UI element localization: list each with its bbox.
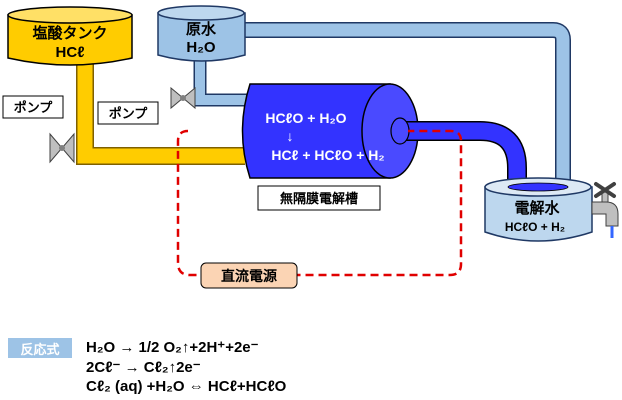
power-source-label: 直流電源 (221, 268, 277, 284)
raw-water-tank-name: 原水 (186, 20, 217, 38)
reaction-1: H₂O → 1/2 O₂↑+2H⁺+2e⁻ (86, 339, 259, 356)
cell-reaction-line1: HCℓO + H₂O (265, 110, 346, 126)
water-feed-pipe (193, 58, 248, 107)
hcl-tank-formula: HCℓ (56, 44, 85, 61)
raw-water-tank (157, 5, 246, 62)
pump-label-left: ポンプ (14, 100, 54, 115)
reaction-badge: 反応式 (8, 338, 72, 358)
reaction-2: 2Cℓ⁻ → Cℓ₂↑2e⁻ (86, 359, 201, 376)
cell-reaction-line2: HCℓ + HCℓO + H₂ (271, 147, 384, 163)
pump-icon-left (49, 132, 75, 164)
power-source-box (200, 262, 298, 289)
reaction-3: Cℓ₂ (aq) +H₂O ⇔ HCℓ+HCℓO (86, 378, 287, 395)
hcl-tank (7, 6, 133, 66)
output-tank (484, 177, 593, 242)
cell-label-box (257, 185, 381, 211)
power-wire-loop (176, 129, 463, 277)
cell-label: 無隔膜電解槽 (280, 191, 358, 206)
output-tank-formula: HCℓO + H₂ (505, 220, 565, 234)
electrolysis-cell (241, 83, 419, 179)
pump-label-right: ポンプ (109, 106, 149, 121)
pump-label-right-box (97, 101, 159, 125)
hcl-tank-name: 塩酸タンク (32, 24, 107, 42)
pump-icon-right (170, 86, 196, 110)
output-tank-name: 電解水 (514, 199, 560, 217)
raw-water-tank-formula: H₂O (186, 39, 215, 56)
cell-outlet (390, 117, 410, 145)
cell-reaction-arrow: ↓ (287, 128, 294, 144)
pump-label-left-box (2, 95, 64, 119)
faucet-icon (591, 182, 619, 238)
